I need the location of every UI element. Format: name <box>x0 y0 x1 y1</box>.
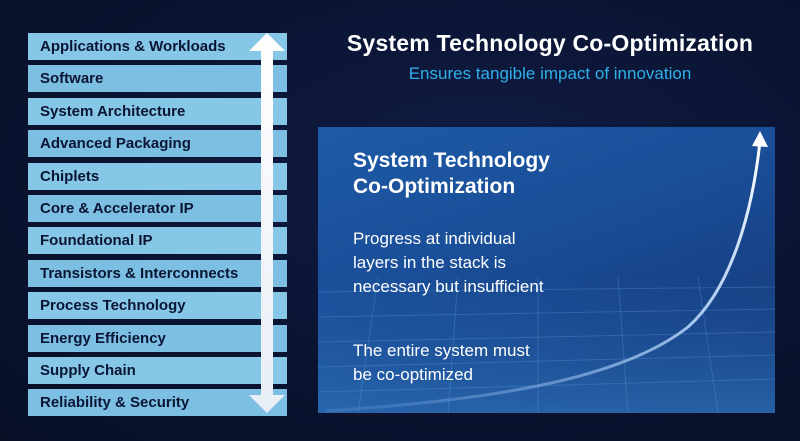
exponential-growth-arrow-icon <box>752 131 768 147</box>
stack-layer-supply-chain: Supply Chain <box>28 356 287 384</box>
panel-title: System Technology Co-Optimization <box>353 148 653 200</box>
double-headed-vertical-arrow-icon <box>249 33 285 413</box>
stack-layer-system-architecture: System Architecture <box>28 97 287 125</box>
layer-label: Process Technology <box>40 297 186 315</box>
layer-label: System Architecture <box>40 102 186 120</box>
layer-label: Chiplets <box>40 167 100 185</box>
layer-label: Supply Chain <box>40 361 136 379</box>
stack-layer-transistors-interconnects: Transistors & Interconnects <box>28 259 287 287</box>
layer-label: Core & Accelerator IP <box>40 199 194 217</box>
stack-layer-software: Software <box>28 65 287 93</box>
technology-stack: Applications & Workloads Software System… <box>28 33 287 422</box>
slide-title: System Technology Co-Optimization <box>346 30 754 56</box>
panel-background-graphic <box>318 131 775 413</box>
panel-statement-co-optimized: The entire system must be co-optimized <box>353 339 613 387</box>
statement-line: The entire system must <box>353 341 530 360</box>
layer-label: Applications & Workloads <box>40 38 226 55</box>
panel-statement-progress: Progress at individual layers in the sta… <box>353 227 613 299</box>
statement-line: necessary but insufficient <box>353 277 544 296</box>
layer-label: Advanced Packaging <box>40 135 191 153</box>
stack-layer-process-technology: Process Technology <box>28 292 287 320</box>
stack-layer-reliability-security: Reliability & Security <box>28 389 287 417</box>
stack-layer-foundational-ip: Foundational IP <box>28 227 287 255</box>
stack-layer-applications-workloads: Applications & Workloads <box>28 33 287 60</box>
stack-layer-chiplets: Chiplets <box>28 162 287 190</box>
layer-label: Transistors & Interconnects <box>40 264 239 282</box>
panel-title-line: System Technology <box>353 149 550 172</box>
layer-label: Software <box>40 70 104 88</box>
stack-layer-core-accelerator-ip: Core & Accelerator IP <box>28 194 287 222</box>
stco-panel: System Technology Co-Optimization Progre… <box>318 127 775 413</box>
statement-line: Progress at individual <box>353 229 516 248</box>
layer-label: Reliability & Security <box>40 394 190 412</box>
layer-label: Energy Efficiency <box>40 329 166 347</box>
stack-layer-advanced-packaging: Advanced Packaging <box>28 130 287 158</box>
stack-layer-energy-efficiency: Energy Efficiency <box>28 324 287 352</box>
layer-label: Foundational IP <box>40 232 153 250</box>
statement-line: be co-optimized <box>353 365 474 384</box>
slide-subtitle: Ensures tangible impact of innovation <box>408 64 692 83</box>
statement-line: layers in the stack is <box>353 253 507 272</box>
panel-title-line: Co-Optimization <box>353 175 516 198</box>
